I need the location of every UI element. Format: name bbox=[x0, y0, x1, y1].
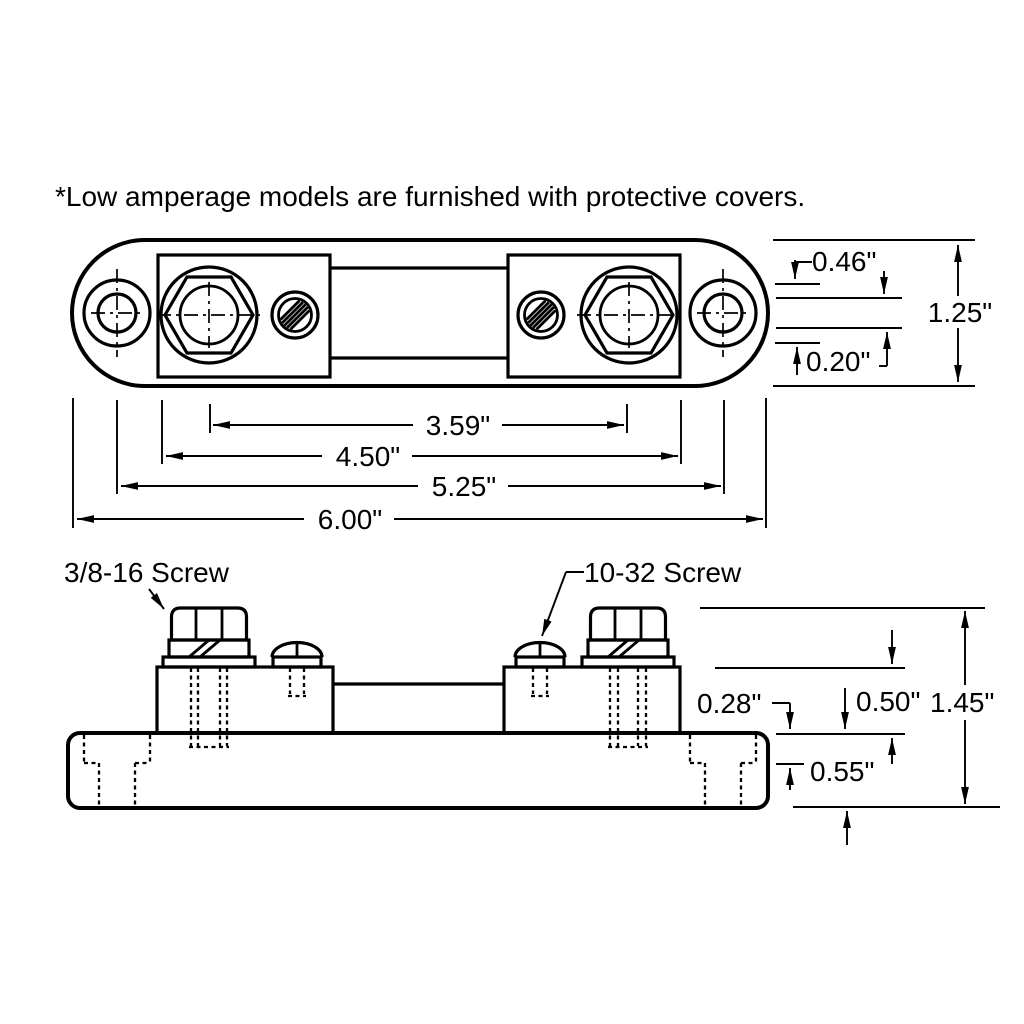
hex-bolt-left-plan bbox=[155, 265, 263, 365]
dim-1-45: 1.45" bbox=[930, 611, 994, 804]
top-view-length-dimensions: 3.59" 4.50" 5.25" 6.00" bbox=[72, 398, 767, 535]
top-view bbox=[70, 238, 770, 388]
dim-1-45-label: 1.45" bbox=[930, 687, 994, 718]
hidden-thread-holes bbox=[189, 668, 648, 749]
side-view-dimensions: 0.28" 0.50" 0.55" 1.45" bbox=[697, 607, 1000, 845]
small-screw-label: 10-32 Screw bbox=[584, 557, 742, 588]
pan-screw-left-side bbox=[270, 640, 324, 669]
dim-3-59-label: 3.59" bbox=[426, 410, 490, 441]
hidden-counterbores bbox=[82, 735, 758, 805]
dim-0-55-label: 0.55" bbox=[810, 756, 874, 787]
dim-3-59: 3.59" bbox=[213, 410, 624, 441]
pan-screw-right-side bbox=[513, 640, 567, 669]
dim-5-25: 5.25" bbox=[121, 471, 721, 502]
dim-4-50-label: 4.50" bbox=[336, 441, 400, 472]
dim-1-25-label: 1.25" bbox=[928, 297, 992, 328]
terminal-block-right-side bbox=[502, 665, 682, 735]
terminal-block-left-side bbox=[155, 665, 335, 735]
large-screw-label: 3/8-16 Screw bbox=[64, 557, 230, 588]
dim-0-46-label: 0.46" bbox=[812, 246, 876, 277]
dim-0-20: 0.20" bbox=[775, 327, 902, 377]
hex-bolt-right-side bbox=[580, 606, 676, 669]
hex-bolt-right-plan bbox=[575, 265, 683, 365]
slotted-screw-right-plan bbox=[518, 292, 564, 338]
title-note: *Low amperage models are furnished with … bbox=[55, 181, 805, 212]
hex-bolt-left-side bbox=[161, 606, 257, 669]
dim-0-46: 0.46" bbox=[775, 246, 902, 299]
shunt-body-outline bbox=[70, 238, 770, 388]
dim-1-25: 1.25" bbox=[928, 245, 992, 382]
small-screw-leader bbox=[541, 571, 567, 637]
dim-0-50-label: 0.50" bbox=[856, 686, 920, 717]
dim-0-28: 0.28" bbox=[697, 688, 794, 729]
side-view: 3/8-16 Screw 10-32 Screw bbox=[64, 557, 770, 810]
note-text: *Low amperage models are furnished with … bbox=[55, 181, 805, 212]
terminal-block-right bbox=[506, 253, 682, 379]
terminal-block-left bbox=[156, 253, 332, 379]
large-screw-leader bbox=[148, 588, 165, 610]
dim-5-25-label: 5.25" bbox=[432, 471, 496, 502]
mounting-hole-right bbox=[688, 267, 758, 359]
base-plate bbox=[66, 731, 770, 810]
dim-0-50: 0.50" bbox=[841, 686, 920, 729]
dim-0-55: 0.55" bbox=[786, 756, 874, 790]
top-view-height-dimensions: 0.46" 0.20" 1.25" bbox=[773, 239, 992, 387]
dim-6-00: 6.00" bbox=[77, 504, 763, 535]
slotted-screw-left-plan bbox=[272, 292, 318, 338]
mounting-hole-left bbox=[82, 267, 152, 359]
dim-4-50: 4.50" bbox=[166, 441, 678, 472]
dim-0-20-label: 0.20" bbox=[806, 346, 870, 377]
dim-6-00-label: 6.00" bbox=[318, 504, 382, 535]
dim-0-28-label: 0.28" bbox=[697, 688, 761, 719]
